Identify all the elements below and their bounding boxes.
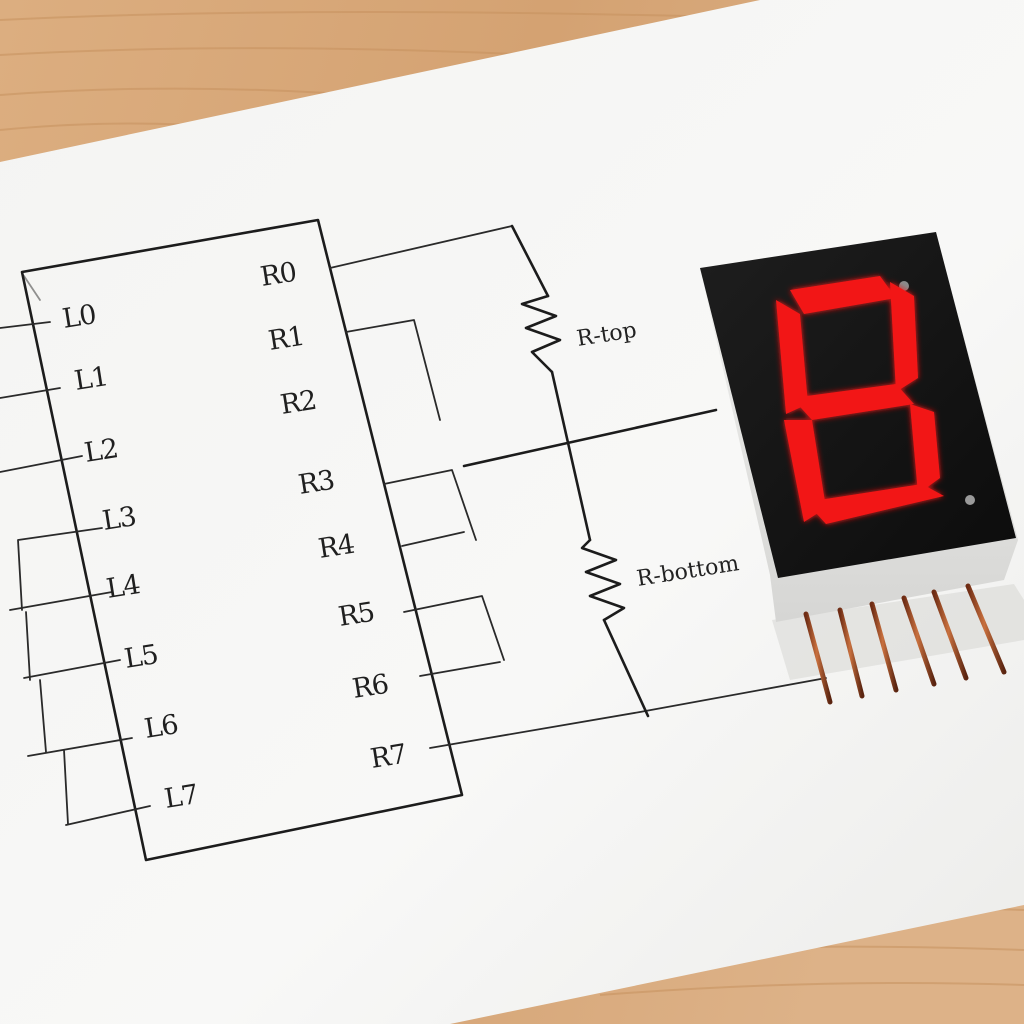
segment-e bbox=[784, 420, 826, 522]
digit-segments bbox=[776, 276, 944, 524]
ic-left-pin-label: L5 bbox=[122, 639, 160, 675]
right-pin-leads bbox=[329, 225, 827, 749]
display-screw bbox=[965, 495, 975, 505]
ic-right-pin-label: R2 bbox=[278, 385, 318, 421]
ic-right-pin-label: R6 bbox=[350, 669, 390, 705]
segment-c bbox=[910, 404, 940, 494]
ic-left-pin-label: L6 bbox=[142, 709, 180, 745]
resistor-bottom bbox=[580, 538, 626, 622]
ic-package bbox=[20, 218, 464, 862]
segment-g bbox=[792, 384, 914, 420]
ic-left-pin-label: L1 bbox=[72, 361, 110, 397]
left-pin-leads bbox=[0, 321, 151, 826]
segment-f bbox=[776, 300, 808, 414]
ic-left-pin-label: L0 bbox=[60, 299, 98, 335]
ic-right-pin-label: R0 bbox=[258, 257, 298, 293]
ic-left-pin-label: L7 bbox=[162, 779, 200, 815]
ic-left-pin-label: L4 bbox=[104, 569, 142, 605]
ic-right-pin-label: R4 bbox=[316, 529, 356, 565]
segment-b bbox=[890, 282, 918, 392]
resistor-top bbox=[520, 294, 562, 374]
ic-left-pin-label: L2 bbox=[82, 433, 120, 469]
ic-right-pin-label: R3 bbox=[296, 465, 336, 501]
display-screw bbox=[899, 281, 909, 291]
ic-left-pin-label: L3 bbox=[100, 501, 138, 537]
segment-a bbox=[790, 276, 896, 314]
ic-left-pin-labels: L0 L1 L2 L3 L4 L5 L6 L7 bbox=[60, 299, 200, 815]
ic-right-pin-label: R5 bbox=[336, 597, 376, 633]
display-pins bbox=[803, 583, 1007, 705]
ic-right-pin-label: R7 bbox=[368, 739, 408, 775]
ic-right-pin-labels: R0 R1 R2 R3 R4 R5 R6 R7 bbox=[258, 257, 408, 775]
display-shadow bbox=[772, 584, 1024, 680]
ic-right-pin-label: R1 bbox=[266, 321, 306, 357]
resistor-network bbox=[462, 224, 718, 718]
segment-d bbox=[806, 484, 944, 524]
seven-segment-display bbox=[700, 232, 1024, 705]
